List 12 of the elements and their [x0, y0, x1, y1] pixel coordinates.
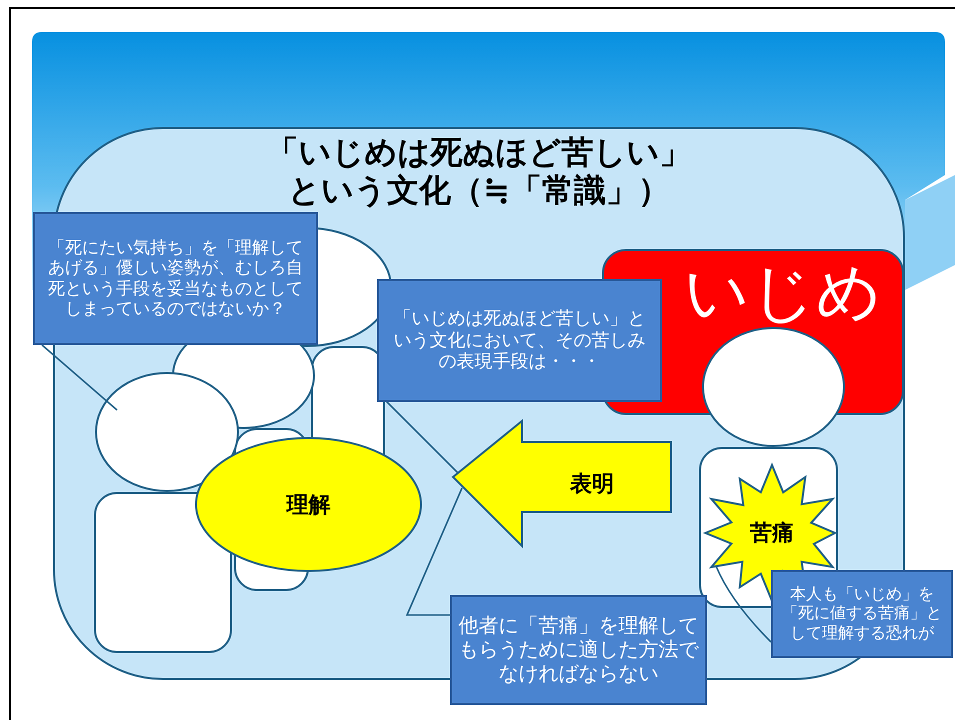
shape-label: 苦痛 — [749, 519, 795, 547]
leader-line — [384, 399, 459, 474]
leader-line — [41, 344, 118, 411]
callout-box: 他者に「苦痛」を理解してもらうために適した方法でなければならない — [450, 595, 707, 705]
leader-line — [715, 566, 772, 643]
callout-box: 本人も「いじめ」を「死に値する苦痛」として理解する恐れが — [771, 570, 953, 658]
shape-label: 理解 — [285, 490, 332, 518]
leader-line — [406, 488, 463, 616]
slide-title: 「いじめは死ぬほど苦しい」という文化（≒「常識」） — [266, 133, 692, 209]
callout-box: 「死にたい気持ち」を「理解してあげる」優しい姿勢が、むしろ自死という手段を妥当なものとしてしまっているのではないか？ — [33, 212, 318, 345]
callout-box: 「いじめは死ぬほど苦しい」という文化において、その苦しみの表現手段は・・・ — [377, 279, 662, 402]
shape-label: 表明 — [568, 470, 615, 498]
